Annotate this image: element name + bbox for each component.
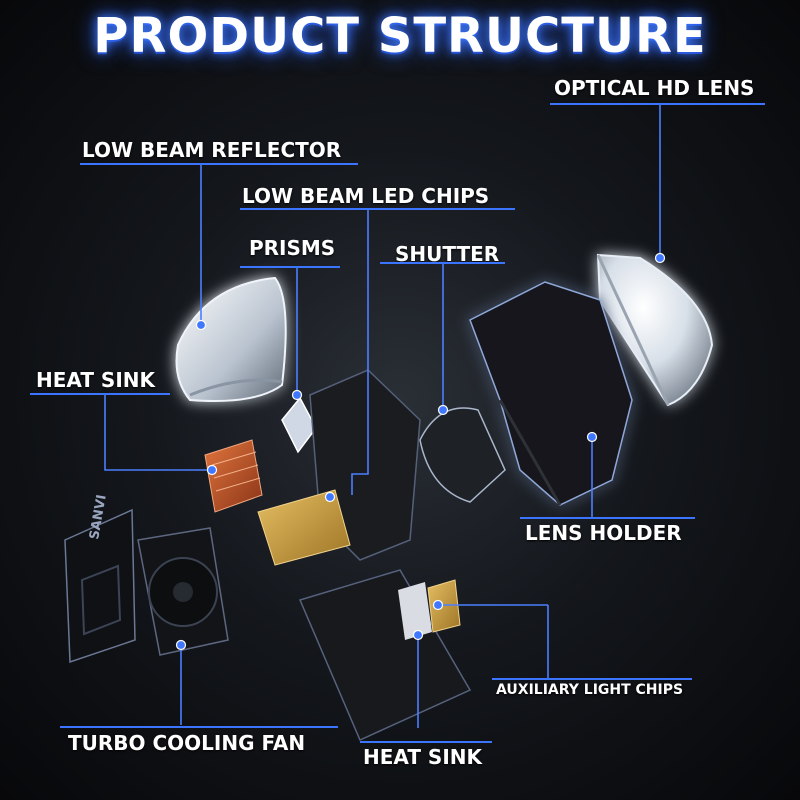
shutter-illustration (419, 407, 506, 503)
anchor-dots (175, 252, 666, 651)
underline-prisms (240, 266, 340, 268)
label-optical-hd-lens: OPTICAL HD LENS (554, 76, 755, 100)
auxiliary-light-chips-illustration (427, 579, 461, 633)
label-prisms: PRISMS (249, 236, 336, 260)
underline-turbo-cooling-fan (60, 726, 338, 728)
label-turbo-cooling-fan: TURBO COOLING FAN (68, 731, 306, 755)
fan-guard-illustration (64, 508, 136, 664)
low-beam-led-chips-illustration (257, 489, 351, 566)
underline-auxiliary-light-chips (492, 678, 692, 680)
leader-low-beam-led-chips (351, 210, 369, 495)
underline-shutter (380, 262, 505, 264)
underline-optical-hd-lens (550, 103, 765, 105)
underline-low-beam-led-chips (240, 208, 515, 210)
underline-low-beam-reflector (80, 163, 358, 165)
label-low-beam-reflector: LOW BEAM REFLECTOR (82, 138, 342, 162)
underline-lens-holder (520, 517, 695, 519)
leader-heat-sink-top (104, 393, 212, 471)
underline-heat-sink-bottom (360, 741, 492, 743)
heat-sink-top-illustration (204, 439, 263, 513)
optical-hd-lens-illustration (596, 253, 714, 407)
page-title: PRODUCT STRUCTURE (93, 8, 707, 64)
label-heat-sink-top: HEAT SINK (36, 368, 156, 392)
label-auxiliary-light-chips: AUXILIARY LIGHT CHIPS (496, 682, 684, 698)
turbo-cooling-fan-illustration (137, 527, 229, 656)
leader-lines (104, 105, 661, 728)
label-lens-holder: LENS HOLDER (525, 521, 682, 545)
heat-sink-bottom-illustration (298, 569, 472, 741)
leader-auxiliary-light-chips (438, 604, 549, 678)
underline-heat-sink-top (30, 393, 170, 395)
low-beam-reflector-illustration (175, 276, 287, 402)
label-low-beam-led-chips: LOW BEAM LED CHIPS (242, 184, 490, 208)
label-heat-sink-bottom: HEAT SINK (363, 745, 483, 769)
